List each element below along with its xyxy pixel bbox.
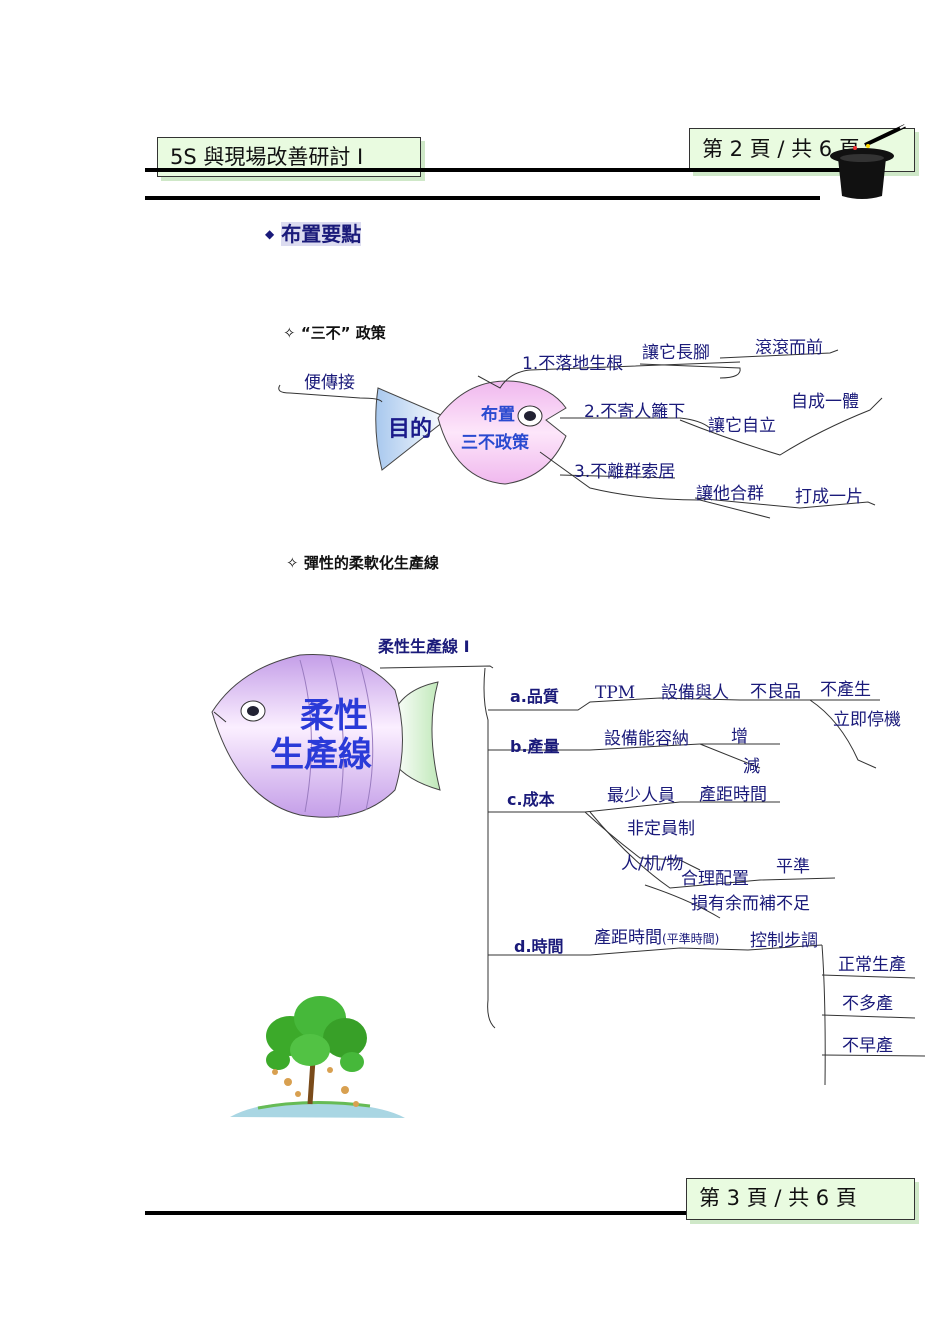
flex-line-title: 彈性的柔軟化生產線: [303, 554, 439, 572]
volume-inc: 增: [731, 727, 748, 747]
footer-rule: [145, 1211, 830, 1215]
quality-stop: 立即停機: [833, 710, 901, 730]
time-not-early: 不早產: [842, 1036, 893, 1056]
three-no-title: “三不” 政策: [300, 324, 386, 342]
flex-line-heading: ✧ 彈性的柔軟化生產線: [286, 552, 439, 573]
cost-level: 平準: [776, 857, 810, 877]
fish-body-line2: 三不政策: [461, 433, 529, 453]
time-control: 控制步調: [750, 931, 818, 951]
quality-defect: 不良品: [750, 682, 801, 702]
time-not-more: 不多產: [842, 994, 893, 1014]
branch-cost: c.成本: [507, 790, 555, 809]
policy-item-2-b: 自成一體: [791, 392, 859, 412]
page-number-bottom: 第 3 頁 / 共 6 頁: [699, 1186, 857, 1210]
volume-capacity: 設備能容納: [604, 729, 689, 749]
cost-takt: 產距時間: [699, 785, 767, 805]
policy-item-2: 2.不寄人籬下: [584, 402, 686, 422]
policy-item-3-a: 讓他合群: [696, 484, 764, 504]
fish-tail-text: 目的: [388, 417, 433, 442]
policy-item-1-b: 滾滾而前: [755, 338, 823, 358]
cost-non-fixed: 非定員制: [627, 819, 695, 839]
section-bullet: ◆: [265, 227, 275, 241]
page-number-bottom-box: 第 3 頁 / 共 6 頁: [686, 1178, 915, 1220]
branch-time: d.時間: [514, 937, 564, 956]
quality-no-produce: 不產生: [820, 680, 871, 700]
cost-alloc: 合理配置: [681, 869, 749, 889]
flex-diagram-title: 柔性生產線 I: [378, 637, 470, 656]
time-normal: 正常生產: [838, 955, 906, 975]
policy-item-3-b: 打成一片: [795, 487, 863, 507]
policy-item-1-a: 讓它長腳: [642, 343, 710, 363]
fish-body-line1: 布置: [481, 405, 515, 425]
time-takt-text: 產距時間: [594, 928, 662, 948]
convenient-label: 便傳接: [304, 373, 355, 393]
course-title: 5S 與現場改善研討 I: [170, 145, 364, 169]
time-takt-note: (平準時間): [662, 932, 720, 946]
policy-item-3: 3.不離群索居: [574, 462, 676, 482]
cost-min-people: 最少人員: [607, 786, 675, 806]
policy-item-1: 1.不落地生根: [522, 354, 624, 374]
volume-dec: 減: [743, 757, 760, 777]
quality-equip-people: 設備與人: [661, 683, 729, 703]
flex-fish-line1: 柔性: [300, 696, 368, 736]
star-icon: ✧: [283, 324, 296, 342]
header-rule-2: [145, 196, 820, 200]
branch-quality: a.品質: [510, 687, 559, 706]
flex-fish-line2: 生產線: [270, 735, 372, 775]
section-title-text: 布置要點: [281, 222, 362, 246]
branch-volume: b.產量: [510, 737, 560, 756]
cost-balance: 損有余而補不足: [691, 894, 810, 914]
time-takt: 產距時間(平準時間): [594, 923, 719, 948]
header-rule-1: [145, 168, 845, 172]
star-icon-2: ✧: [286, 554, 299, 572]
policy-item-2-a: 讓它自立: [708, 416, 776, 436]
three-no-heading: ✧ “三不” 政策: [283, 322, 386, 343]
quality-tpm: TPM: [595, 683, 636, 703]
cost-pmm: 人/机/物: [621, 854, 684, 874]
section-title: ◆ 布置要點: [265, 218, 362, 247]
